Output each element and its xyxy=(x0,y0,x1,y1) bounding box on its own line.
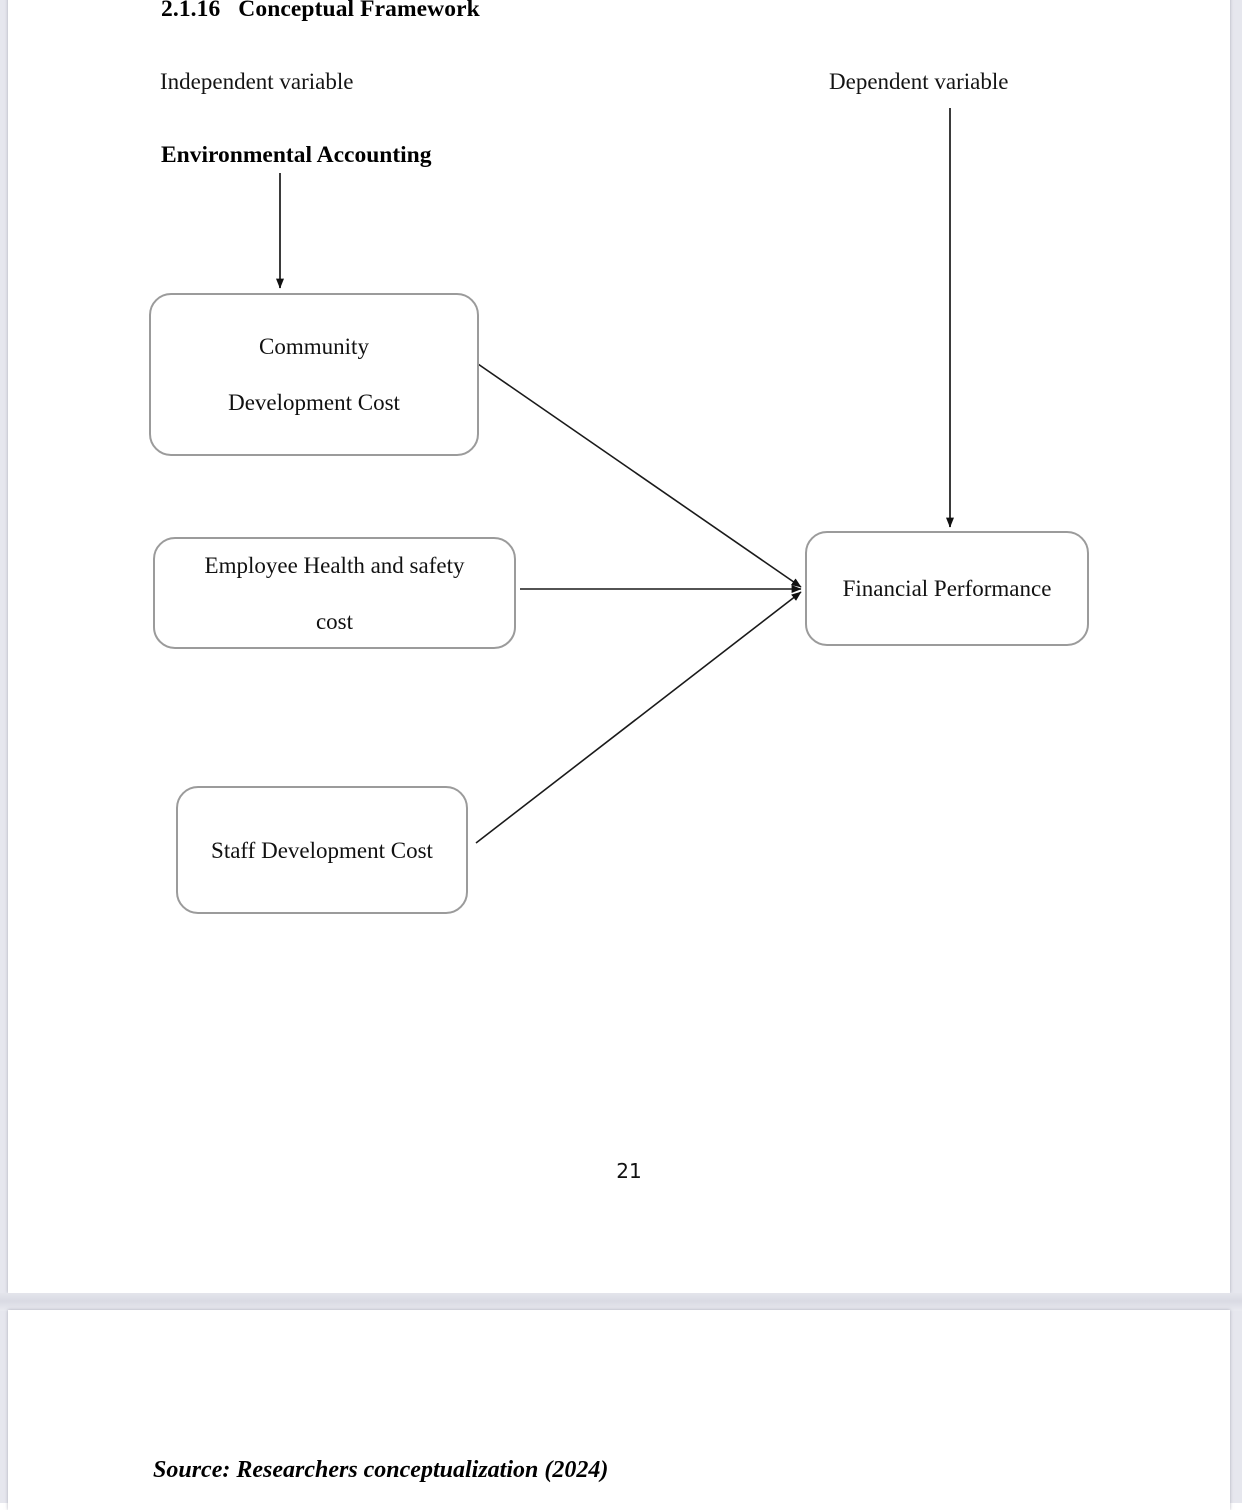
dependent-variable-label: Dependent variable xyxy=(829,69,1009,94)
node-label-line-1: Employee Health and safety xyxy=(204,552,465,578)
node-label-line-1: Financial Performance xyxy=(842,576,1052,601)
independent-variable-label: Independent variable xyxy=(160,69,354,94)
arrow-community-to-financial xyxy=(477,363,802,588)
arrow-staff-to-financial xyxy=(475,591,802,844)
source-note: Source: Researchers conceptualization (2… xyxy=(153,1457,609,1483)
node-label-line-1: Staff Development Cost xyxy=(211,837,433,863)
node-label-line-2: Development Cost xyxy=(228,390,400,415)
page-separator xyxy=(0,1293,1242,1311)
node-community-development-cost[interactable]: Community Development Cost xyxy=(149,293,479,456)
node-label-line-1: Community xyxy=(259,334,369,359)
document-page-2 xyxy=(8,1310,1230,1510)
document-page-1: 2.1.16 Conceptual Framework Independent … xyxy=(8,0,1230,1293)
environmental-accounting-label: Environmental Accounting xyxy=(161,142,432,168)
node-employee-health-and-safety-cost[interactable]: Employee Health and safety cost xyxy=(153,537,516,649)
node-staff-development-cost[interactable]: Staff Development Cost xyxy=(176,786,468,914)
node-label-line-2: cost xyxy=(315,608,354,634)
section-heading: 2.1.16 Conceptual Framework xyxy=(161,0,480,22)
page-number: 21 xyxy=(616,1159,642,1183)
node-financial-performance[interactable]: Financial Performance xyxy=(805,531,1089,646)
